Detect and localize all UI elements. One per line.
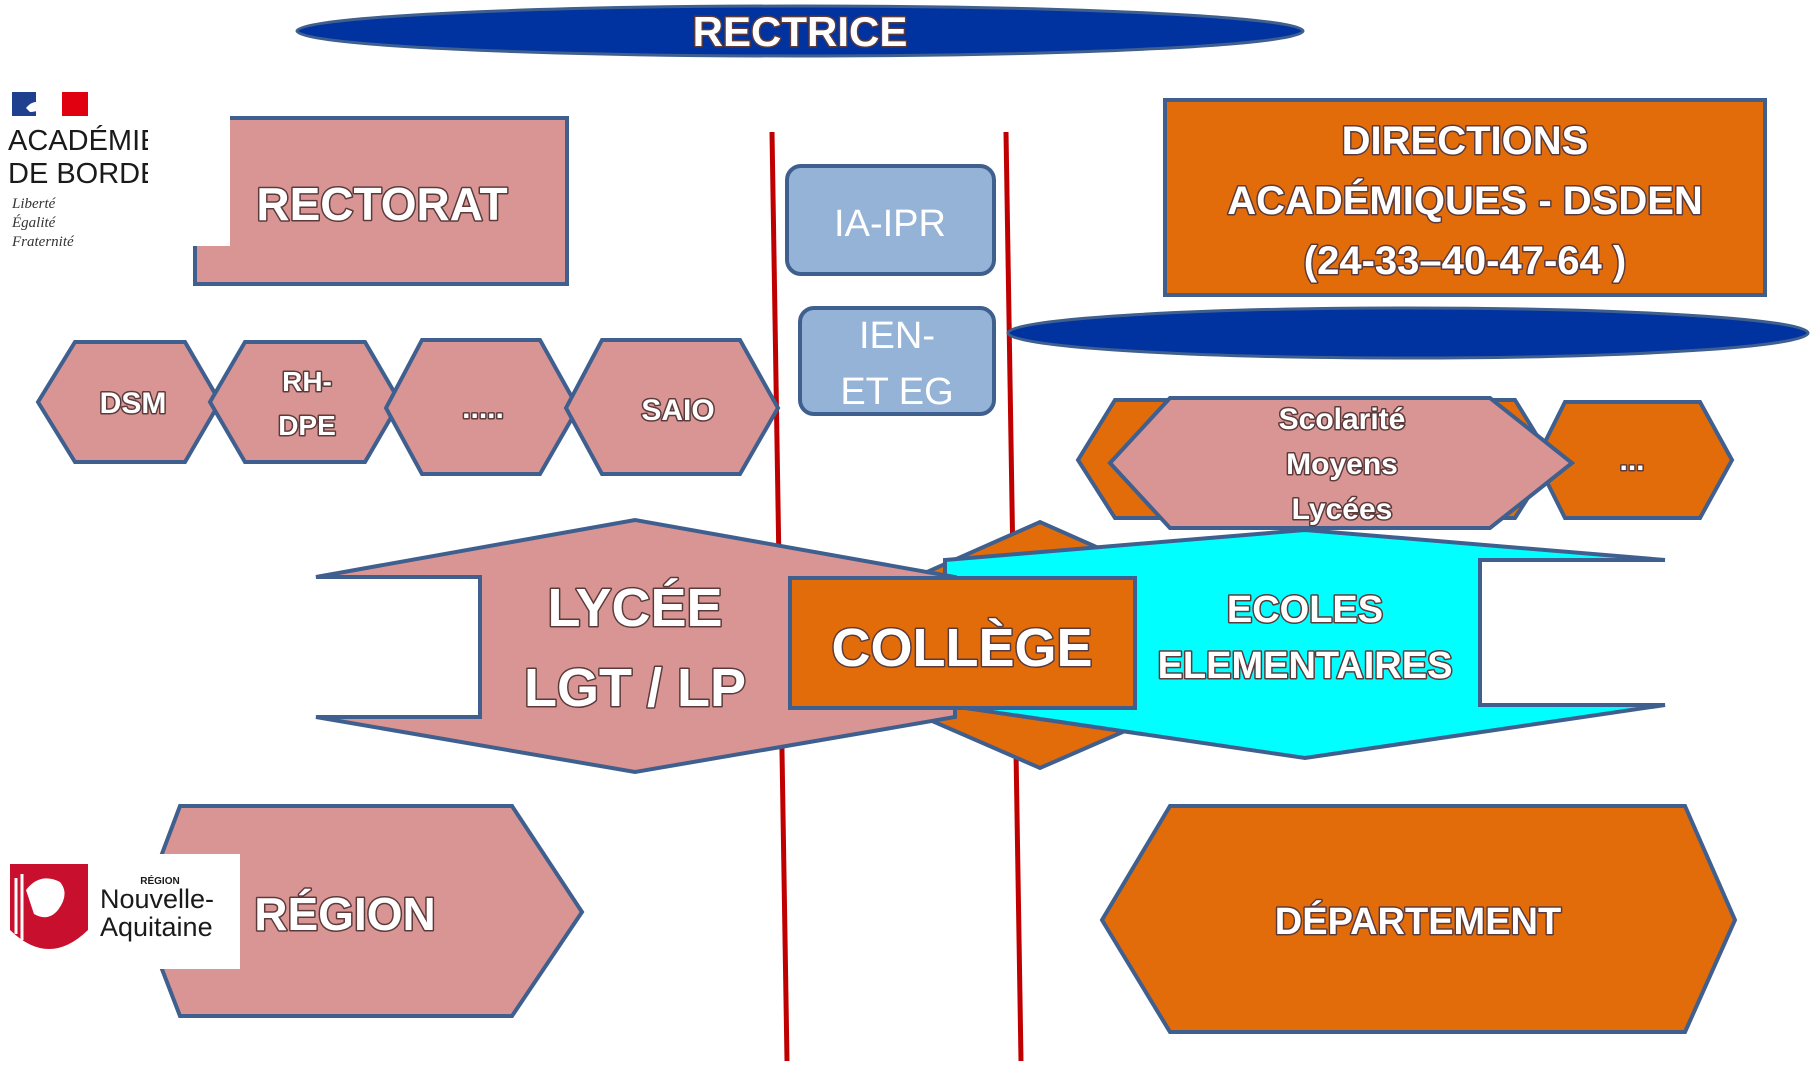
rh-line2: DPE (278, 410, 336, 441)
hex-saio: SAIO (563, 338, 781, 476)
directions-line1: DIRECTIONS (1342, 119, 1589, 163)
rectorat-box: RECTORAT (148, 116, 569, 286)
motto-liberte: Liberté (11, 196, 57, 212)
ien-line2: ET EG (840, 371, 953, 413)
region-shape: RÉGION (137, 804, 585, 1018)
college-box: COLLÈGE (788, 576, 1137, 710)
rectorat-label: RECTORAT (256, 178, 507, 230)
nouvelle-aquitaine-logo: RÉGION Nouvelle- Aquitaine (0, 854, 240, 969)
rectrice-banner: RECTRICE (295, 4, 1305, 58)
dsm-label: DSM (100, 387, 167, 420)
region-name-line1: Nouvelle- (100, 884, 214, 914)
scolarite-line1: Scolarité (1279, 403, 1406, 436)
saio-label: SAIO (641, 394, 714, 427)
college-label: COLLÈGE (831, 618, 1092, 678)
academie-line1: ACADÉMIE (8, 124, 159, 157)
rh-line1: RH- (282, 366, 332, 397)
ien-line1: IEN- (859, 315, 935, 357)
hex-dots: ..... (383, 338, 581, 476)
lycee-line1: LYCÉE (547, 578, 722, 638)
hex-dsm: DSM (35, 340, 223, 464)
lycee-line2: LGT / LP (524, 658, 746, 718)
region-name-line2: Aquitaine (100, 912, 213, 942)
scolarite-line3: Lycées (1292, 493, 1393, 526)
region-label: RÉGION (254, 888, 435, 940)
directions-line2: ACADÉMIQUES - DSDEN (1227, 178, 1703, 223)
directions-banner (1006, 306, 1810, 360)
departement-label: DÉPARTEMENT (1275, 899, 1561, 943)
departement-shape: DÉPARTEMENT (1099, 804, 1738, 1034)
dots-label: ..... (462, 392, 504, 425)
scolarite-line2: Moyens (1286, 448, 1398, 481)
hex-dots-right: ... (1533, 400, 1735, 520)
dots-right-label: ... (1619, 444, 1644, 477)
scolarite-hex: Scolarité Moyens Lycées (1107, 396, 1576, 530)
directions-box: DIRECTIONS ACADÉMIQUES - DSDEN (24-33–40… (1163, 98, 1767, 297)
ia-ipr-box: IA-IPR (785, 164, 996, 276)
ecoles-line2: ELEMENTAIRES (1158, 645, 1453, 687)
ecoles-line1: ECOLES (1227, 589, 1383, 631)
directions-line3: (24-33–40-47-64 ) (1304, 239, 1626, 283)
motto-egalite: Égalité (11, 214, 57, 231)
region-small-label: RÉGION (140, 874, 179, 887)
title-text: RECTRICE (693, 8, 908, 55)
ien-box: IEN- ET EG (798, 306, 996, 416)
ia-ipr-label: IA-IPR (834, 203, 946, 245)
hex-rh-dpe: RH- DPE (207, 340, 403, 464)
motto-fraternite: Fraternité (11, 234, 75, 250)
